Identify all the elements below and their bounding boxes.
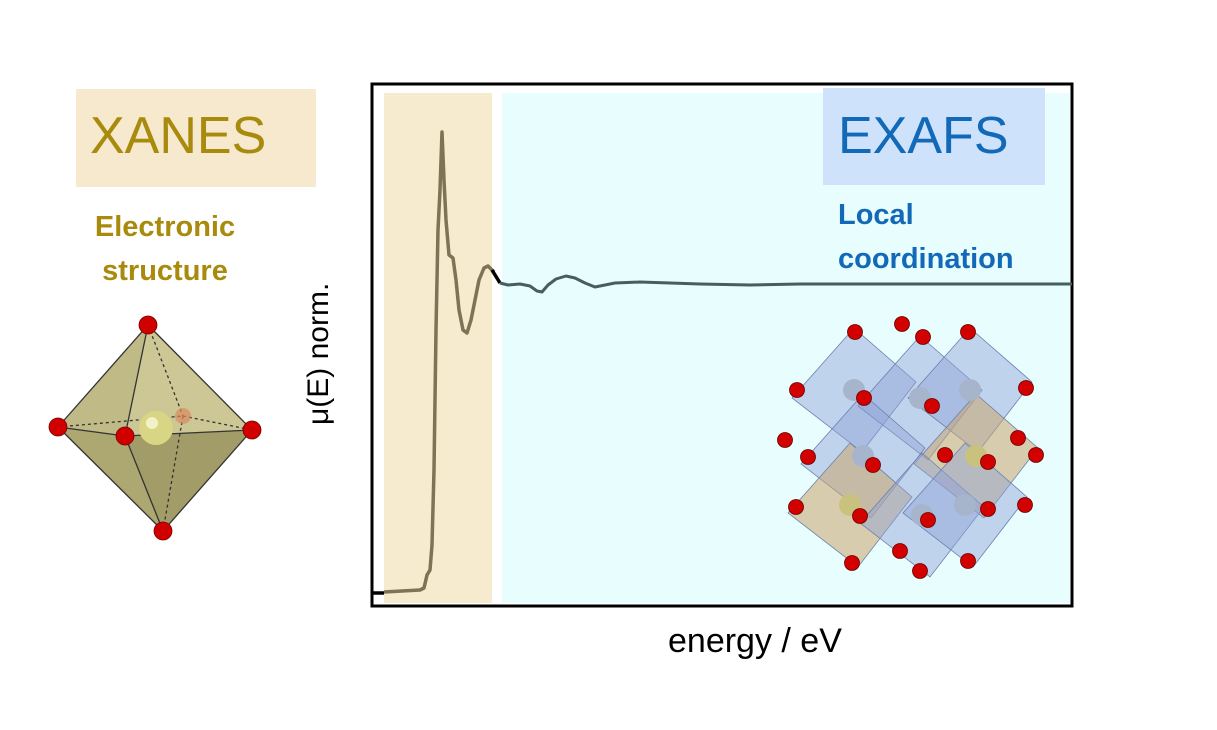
oxygen-atom — [865, 457, 881, 473]
y-axis-label: μ(E) norm. — [302, 282, 335, 425]
exafs-curve — [499, 274, 1072, 294]
xanes-curve — [383, 130, 496, 594]
oxygen-atom — [1017, 497, 1033, 513]
oxygen-atom — [980, 501, 996, 517]
oxygen-atom — [960, 324, 976, 340]
oxygen-atom — [856, 390, 872, 406]
transition-segment-2 — [490, 269, 502, 284]
oxygen-atom — [960, 553, 976, 569]
metal-atom — [959, 379, 981, 401]
plot-frame — [370, 82, 1074, 608]
oxygen-atom — [915, 329, 931, 345]
xanes-subtitle-line2: structure — [102, 255, 228, 287]
xanes-subtitle: Electronic structure — [86, 205, 244, 293]
oxygen-atom — [894, 316, 910, 332]
xanes-title: XANES — [90, 107, 267, 165]
oxygen-atom — [892, 543, 908, 559]
exafs-subtitle: Local coordination — [838, 193, 1014, 281]
oxygen-atom — [937, 447, 953, 463]
oxygen-atom — [1018, 380, 1034, 396]
oxygen-atom — [1010, 430, 1026, 446]
xanes-subtitle-line1: Electronic — [94, 211, 236, 243]
octahedron-illustration — [48, 315, 262, 541]
xanes-label-box — [76, 89, 316, 187]
oxygen-atom — [789, 382, 805, 398]
oxygen-atom — [852, 508, 868, 524]
oxygen-atom — [844, 555, 860, 571]
oxygen-atom — [1028, 447, 1044, 463]
exafs-subtitle-line1: Local — [838, 199, 914, 231]
oxygen-atom — [788, 499, 804, 515]
exafs-subtitle-line2: coordination — [838, 243, 1014, 275]
oxygen-atom — [777, 432, 793, 448]
exafs-label-box — [823, 88, 1045, 185]
perovskite-lattice-illustration — [777, 316, 1044, 579]
xanes-region — [384, 93, 492, 603]
metal-atom — [954, 494, 976, 516]
oxygen-atom — [980, 454, 996, 470]
oxygen-atom — [847, 324, 863, 340]
exafs-title: EXAFS — [838, 107, 1009, 165]
oxygen-atom — [800, 449, 816, 465]
oxygen-atom — [924, 398, 940, 414]
x-axis-label: energy / eV — [668, 622, 842, 660]
oxygen-atom — [920, 512, 936, 528]
oxygen-atom — [912, 563, 928, 579]
